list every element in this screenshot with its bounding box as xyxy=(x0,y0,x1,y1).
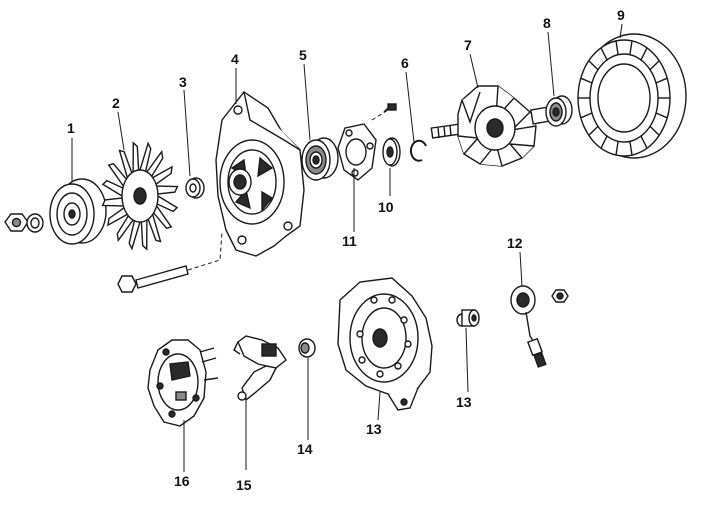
label-part-13-frame: 13 xyxy=(366,421,382,437)
fan-bore xyxy=(133,187,147,205)
label-part-7: 7 xyxy=(464,37,472,53)
rear-end-frame xyxy=(337,277,433,411)
label-part-2: 2 xyxy=(112,95,120,111)
rear-cap xyxy=(298,338,316,358)
stator-slot xyxy=(655,77,668,84)
retainer-screw xyxy=(383,103,397,113)
label-part-12: 12 xyxy=(507,235,523,251)
bolt-guide-line xyxy=(187,231,223,271)
leader-lines xyxy=(71,23,623,472)
terminal-nut xyxy=(551,289,569,303)
shaft-nut xyxy=(4,213,29,232)
label-part-8: 8 xyxy=(543,15,551,31)
stator-slot xyxy=(629,40,633,55)
label-part-10: 10 xyxy=(378,199,394,215)
bearing-retainer-plate xyxy=(337,123,377,181)
spacer-collar xyxy=(185,177,205,199)
label-part-13-bushing: 13 xyxy=(456,394,472,410)
drive-end-frame xyxy=(215,91,305,257)
stator-slot xyxy=(649,125,660,136)
label-part-6: 6 xyxy=(401,55,409,71)
rectifier-assembly xyxy=(147,339,219,427)
screw-guide-line xyxy=(371,109,389,121)
rear-bushing xyxy=(456,309,480,327)
cooling-fan xyxy=(101,141,179,251)
stator-slot xyxy=(629,141,633,156)
terminal-insulator xyxy=(510,285,547,368)
brush-holder xyxy=(233,335,287,402)
stator-slot xyxy=(588,60,599,71)
part-number-labels: 1 2 3 4 5 6 7 8 9 10 11 12 13 13 14 15 1… xyxy=(67,7,625,493)
stator-slot xyxy=(615,40,619,55)
stator-slot xyxy=(588,125,599,136)
rotor-collar xyxy=(382,137,401,167)
label-part-16: 16 xyxy=(174,473,190,489)
stator-slot xyxy=(640,135,648,149)
stator-slot xyxy=(615,141,619,156)
stator-slot xyxy=(640,47,648,61)
stator-slot xyxy=(600,47,608,61)
shaft-washer xyxy=(26,213,44,233)
front-bearing xyxy=(301,137,339,181)
stator-slot xyxy=(580,112,593,119)
label-part-3: 3 xyxy=(179,74,187,90)
label-part-14: 14 xyxy=(297,441,313,457)
label-part-1: 1 xyxy=(67,120,75,136)
stator xyxy=(577,33,687,159)
rear-bearing xyxy=(545,95,573,127)
stator-slot xyxy=(600,135,608,149)
stator-slot xyxy=(655,112,668,119)
stator-slot xyxy=(649,60,660,71)
fan-blades xyxy=(101,141,179,251)
label-part-9: 9 xyxy=(617,7,625,23)
label-part-4: 4 xyxy=(231,51,239,67)
through-bolt xyxy=(117,265,189,293)
snap-ring xyxy=(409,139,427,162)
stator-slot xyxy=(580,77,593,84)
label-part-5: 5 xyxy=(299,47,307,63)
label-part-11: 11 xyxy=(342,233,357,249)
label-part-15: 15 xyxy=(236,477,252,493)
rotor xyxy=(430,85,552,167)
pulley xyxy=(49,178,107,245)
